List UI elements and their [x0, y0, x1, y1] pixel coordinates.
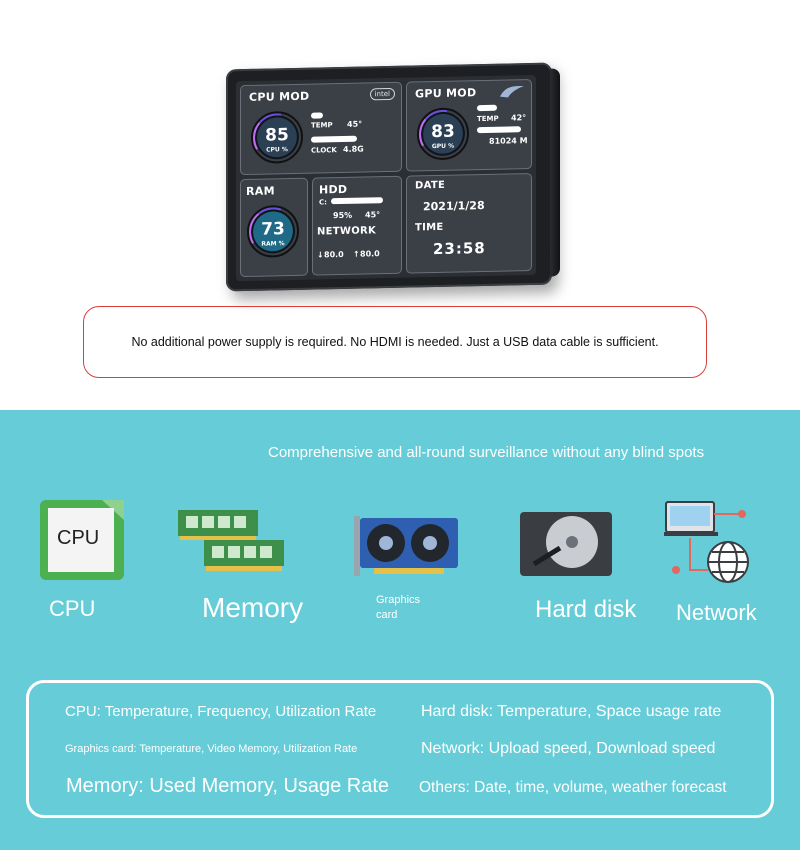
info-network: Network: Upload speed, Download speed — [421, 740, 716, 757]
cpu-module-title: CPU MOD — [249, 89, 310, 104]
memory-icon — [178, 510, 284, 571]
info-panel: CPU: Temperature, Frequency, Utilization… — [26, 680, 774, 818]
cpu-chip-text: CPU — [57, 527, 100, 549]
gpu-memory-bar — [477, 126, 521, 134]
features-headline: Comprehensive and all-round surveillance… — [268, 444, 705, 461]
hdd-temp-value: 45° — [365, 210, 381, 220]
graphics-label-line2: card — [376, 609, 398, 621]
cpu-temp-bar — [311, 112, 323, 119]
hdd-usage-bar — [331, 197, 383, 205]
monitor-device: CPU MOD intel 85 CPU % TEMP 45° CLOCK 4.… — [226, 62, 552, 292]
cpu-clock-bar — [311, 135, 357, 143]
gpu-usage-value: 83 — [431, 121, 455, 143]
memory-label: Memory — [202, 592, 304, 623]
gpu-dial: 83 GPU % — [417, 107, 469, 161]
features-section: Comprehensive and all-round surveillance… — [0, 410, 800, 850]
date-value: 2021/1/28 — [423, 198, 485, 214]
caption-text: No additional power supply is required. … — [131, 335, 659, 349]
info-others: Others: Date, time, volume, weather fore… — [419, 779, 727, 796]
ram-module: RAM 73 RAM % — [240, 177, 308, 278]
hard-disk-icon — [520, 512, 612, 576]
network-icon — [664, 501, 749, 583]
ram-dial: 73 RAM % — [247, 204, 299, 258]
cpu-clock-value: 4.8G — [343, 144, 364, 154]
datetime-module: DATE 2021/1/28 TIME 23:58 — [406, 173, 532, 274]
download-arrow-icon: ↓ — [317, 250, 324, 260]
gpu-usage-unit: GPU % — [431, 142, 455, 151]
intel-logo: intel — [369, 87, 395, 101]
caption-box: No additional power supply is required. … — [83, 306, 707, 378]
info-graphics: Graphics card: Temperature, Video Memory… — [65, 743, 358, 755]
gpu-temp-label: TEMP — [477, 114, 499, 124]
graphics-label-line1: Graphics — [376, 594, 421, 606]
network-title: NETWORK — [317, 225, 377, 238]
info-hard-disk: Hard disk: Temperature, Space usage rate — [421, 703, 722, 720]
hdd-module: HDD C: 95% 45° NETWORK ↓ 80.0 ↑ 80.0 — [312, 175, 402, 276]
time-label: TIME — [415, 221, 444, 234]
date-label: DATE — [415, 179, 446, 192]
gpu-temp-bar — [477, 104, 497, 112]
cpu-usage-unit: CPU % — [266, 146, 288, 154]
ram-usage-unit: RAM % — [261, 240, 285, 248]
cpu-temp-label: TEMP — [311, 121, 333, 130]
ram-usage-value: 73 — [261, 219, 285, 240]
hdd-drive-label: C: — [319, 198, 327, 207]
time-value: 23:58 — [433, 238, 486, 259]
cpu-chip-icon — [40, 500, 124, 580]
cpu-dial: 85 CPU % — [251, 110, 303, 164]
cpu-label: CPU — [49, 596, 96, 621]
graphics-card-icon — [354, 516, 458, 576]
rog-logo-icon — [500, 85, 524, 98]
cpu-usage-value: 85 — [265, 125, 289, 146]
info-memory: Memory: Used Memory, Usage Rate — [66, 775, 390, 797]
ram-module-title: RAM — [246, 184, 275, 198]
hdd-usage-value: 95% — [333, 210, 353, 221]
gpu-module-title: GPU MOD — [415, 86, 477, 101]
hard-disk-label: Hard disk — [535, 596, 637, 623]
hdd-module-title: HDD — [319, 182, 348, 197]
cpu-module: CPU MOD intel 85 CPU % TEMP 45° CLOCK 4.… — [240, 81, 402, 176]
device-screen: CPU MOD intel 85 CPU % TEMP 45° CLOCK 4.… — [236, 74, 536, 282]
upload-arrow-icon: ↑ — [353, 249, 360, 259]
cpu-temp-value: 45° — [347, 119, 363, 129]
gpu-temp-value: 42° — [511, 113, 527, 123]
cpu-clock-label: CLOCK — [311, 146, 337, 155]
download-speed: 80.0 — [324, 249, 344, 260]
network-label: Network — [676, 600, 757, 625]
gpu-module: GPU MOD 83 GPU % TEMP 42° 81024 M — [406, 79, 532, 172]
gpu-memory-value: 81024 M — [489, 136, 528, 146]
upload-speed: 80.0 — [360, 249, 380, 259]
info-cpu: CPU: Temperature, Frequency, Utilization… — [65, 703, 377, 720]
